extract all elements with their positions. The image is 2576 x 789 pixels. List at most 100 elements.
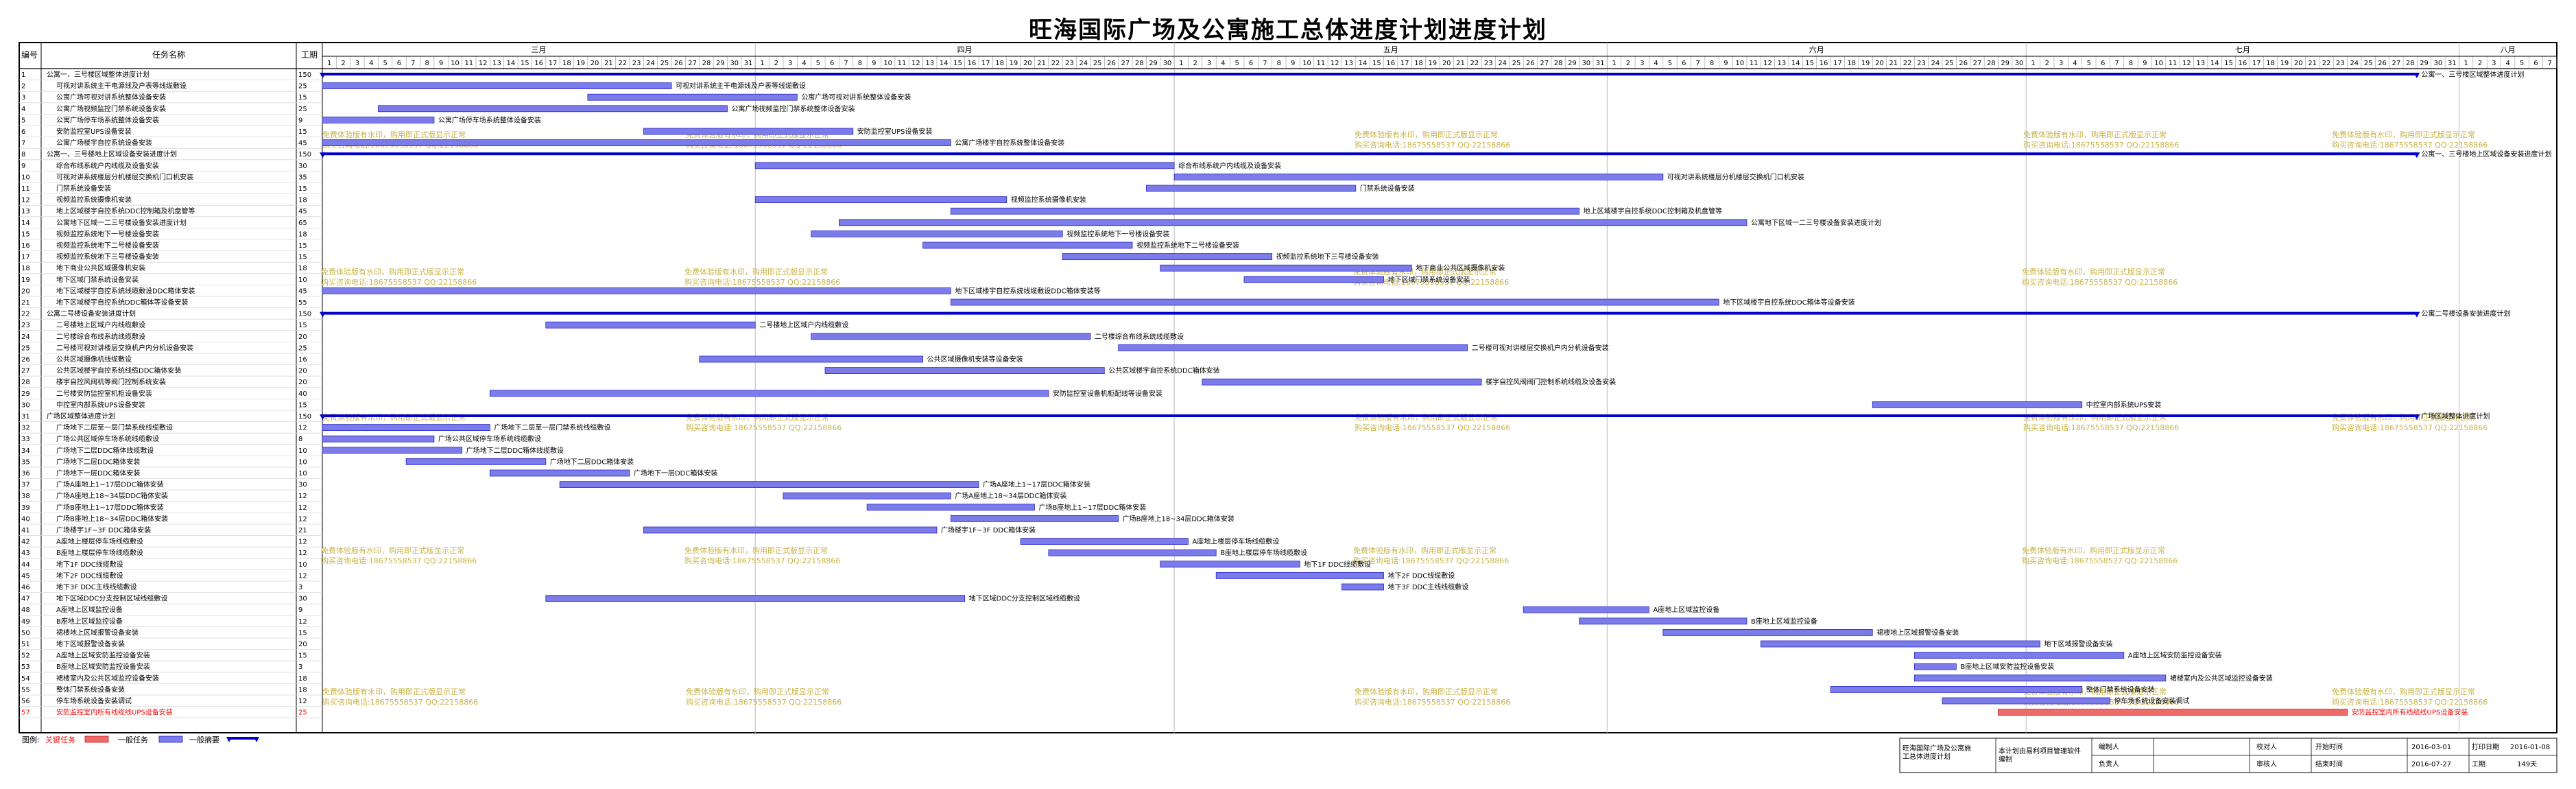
task-bar-label: 中控室内部系统UPS安装 [2086, 400, 2162, 409]
footer-project: 工总体进度计划 [1903, 752, 1951, 761]
group-bar [322, 73, 2418, 75]
legend-normal-label: 一般任务 [118, 735, 148, 744]
task-duration: 15 [298, 128, 307, 136]
task-id: 39 [21, 504, 30, 512]
footer-software: 本计划由易利项目管理软件 [1999, 746, 2081, 755]
day-tick-label: 11 [2169, 60, 2178, 67]
day-tick-label: 13 [925, 60, 934, 67]
task-id: 25 [21, 344, 30, 352]
task-bar-label: 视频监控系统地下二号楼设备安装 [1136, 241, 1239, 250]
day-tick-label: 4 [802, 60, 806, 67]
task-name: 视频监控系统地下一号楼设备安装 [56, 229, 159, 238]
month-label: 七月 [2235, 45, 2250, 54]
day-tick-label: 22 [1470, 60, 1479, 67]
watermark-text: 购买咨询电话:18675558537 QQ:22158866 [322, 697, 478, 707]
day-tick-label: 6 [830, 60, 834, 67]
watermark-text: 购买咨询电话:18675558537 QQ:22158866 [2023, 140, 2179, 150]
watermark-text: 购买咨询电话:18675558537 QQ:22158866 [1353, 277, 1509, 287]
day-tick-label: 12 [911, 60, 920, 67]
task-name: 视频监控系统地下二号楼设备安装 [56, 241, 159, 250]
task-id: 19 [21, 276, 30, 284]
task-bar-label: 广场楼宇1F~3F DDC箱体安装 [941, 526, 1036, 534]
footer-end: 2016-07-27 [2411, 761, 2451, 768]
task-bar-label: 二号楼地上区域户内线缆敷设 [759, 320, 848, 329]
day-tick-label: 14 [507, 60, 516, 67]
day-tick-label: 31 [744, 60, 753, 67]
task-name: 二号楼综合布线系统线缆敷设 [56, 332, 145, 341]
watermark-text: 免费体验版有水印，购用即正式版显示正常 [1355, 130, 1498, 139]
task-id: 35 [21, 458, 30, 466]
day-tick-label: 19 [1428, 60, 1437, 67]
task-duration: 15 [298, 629, 307, 637]
day-tick-label: 1 [2464, 60, 2468, 67]
task-bar-label: 可视对讲系统楼层分机楼层交换机门口机安装 [1667, 172, 1804, 181]
task-name: B座地上区域监控设备 [56, 617, 123, 626]
task-duration: 45 [298, 287, 307, 295]
task-name: 地下3F DDC主线线缆敷设 [56, 582, 137, 591]
task-bar [1830, 686, 2083, 693]
task-bar-label: 广场A座地上1~17层DDC箱体安装 [983, 480, 1090, 489]
task-bar [1341, 583, 1384, 591]
day-tick-label: 10 [1735, 60, 1744, 67]
day-tick-label: 17 [1400, 60, 1409, 67]
task-id: 50 [21, 629, 30, 637]
task-id: 24 [21, 333, 30, 341]
task-bar [839, 219, 1748, 226]
task-name: 地上区域楼宇自控系统DDC控制箱及机盘管等 [56, 207, 195, 215]
task-name: 中控室内部系统UPS设备安装 [56, 400, 145, 409]
day-tick-label: 23 [632, 60, 641, 67]
day-tick-label: 28 [2406, 60, 2415, 67]
name-header: 任务名称 [152, 49, 185, 60]
watermark-text: 免费体验版有水印，购用即正式版显示正常 [2022, 545, 2165, 555]
day-tick-label: 22 [1903, 60, 1912, 67]
task-id: 12 [21, 197, 30, 204]
task-id: 20 [21, 287, 30, 295]
task-id: 4 [21, 106, 25, 113]
day-tick-label: 7 [1696, 60, 1700, 67]
day-tick-label: 5 [2087, 60, 2091, 67]
day-tick-label: 30 [1582, 60, 1590, 67]
day-tick-label: 5 [383, 60, 387, 67]
task-name: 地下商业公共区域摄像机安装 [56, 263, 145, 272]
task-id: 7 [21, 140, 25, 148]
task-bar-label: B座地上楼层停车场线缆敷设 [1220, 548, 1307, 557]
task-name: 公共区域摄像机线缆敷设 [56, 355, 132, 364]
task-duration: 20 [298, 641, 307, 648]
task-duration: 12 [298, 539, 307, 546]
task-bar-label: B座地上区域安防监控设备安装 [1960, 662, 2054, 671]
task-duration: 35 [298, 174, 307, 181]
task-bar [322, 82, 672, 89]
task-bar [322, 435, 435, 443]
day-tick-label: 3 [1640, 60, 1644, 67]
task-name: 地下区域报警设备安装 [56, 639, 125, 648]
task-id: 22 [21, 311, 30, 318]
day-tick-label: 17 [549, 60, 558, 67]
day-tick-label: 16 [967, 60, 976, 67]
task-name: 门禁系统设备安装 [56, 184, 111, 193]
day-tick-label: 31 [2448, 60, 2457, 67]
day-tick-label: 15 [2224, 60, 2233, 67]
task-bar-label: 可视对讲系统主干电源线及户表等线缆敷设 [676, 82, 806, 91]
task-bar [489, 390, 1049, 397]
task-bar-label: 地上区域楼宇自控系统DDC控制箱及机盘管等 [1584, 207, 1722, 215]
task-id: 33 [21, 436, 30, 443]
day-tick-label: 5 [816, 60, 820, 67]
legend-group-label: 一般摘要 [189, 735, 219, 744]
task-bar-label: 公共区域摄像机安装等设备安装 [927, 355, 1023, 364]
task-bar [545, 321, 756, 329]
day-tick-label: 9 [1724, 60, 1728, 67]
watermark-text: 免费体验版有水印，购用即正式版显示正常 [684, 545, 828, 555]
footer-software: 编制 [1999, 755, 2012, 764]
task-bar [754, 196, 1007, 204]
task-bar [587, 93, 798, 101]
day-tick-label: 28 [1987, 60, 1996, 67]
day-tick-label: 8 [425, 60, 429, 67]
task-duration: 18 [298, 686, 307, 694]
watermark-text: 购买咨询电话:18675558537 QQ:22158866 [2332, 423, 2488, 432]
task-bar-label: 广场地下一层DDC箱体安装 [634, 469, 717, 478]
task-bar-label: 裙楼室内及公共区域监控设备安装 [2170, 674, 2273, 683]
day-tick-label: 21 [1037, 60, 1046, 67]
day-tick-label: 10 [883, 60, 892, 67]
day-tick-label: 29 [1149, 60, 1158, 67]
task-id: 18 [21, 265, 30, 272]
